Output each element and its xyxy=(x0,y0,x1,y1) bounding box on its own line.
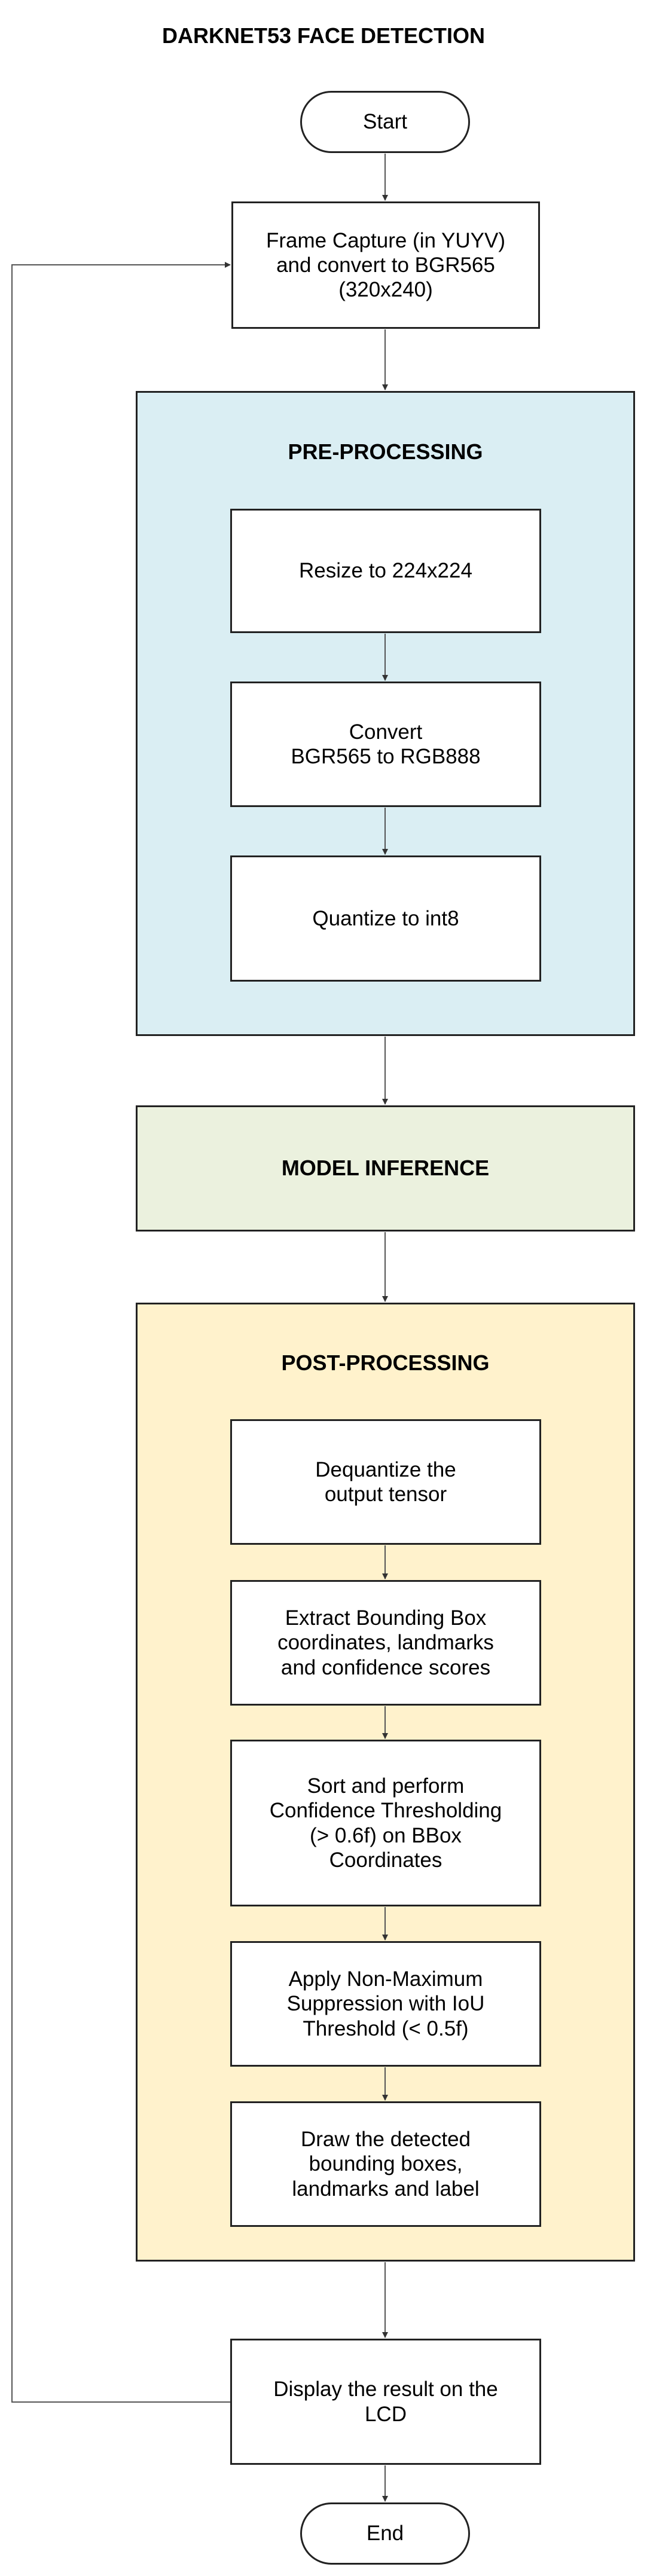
threshold-node-label: Sort and perform Confidence Thresholding… xyxy=(269,1774,502,1872)
post-processing-label: POST-PROCESSING xyxy=(281,1350,490,1375)
convert-color-node-label: Convert BGR565 to RGB888 xyxy=(291,720,481,768)
resize-node: Resize to 224x224 xyxy=(230,509,541,633)
display-node-label: Display the result on the LCD xyxy=(273,2378,498,2426)
nms-node-label: Apply Non-Maximum Suppression with IoU T… xyxy=(286,1967,485,2040)
display-node: Display the result on the LCD xyxy=(230,2339,541,2465)
convert-color-node: Convert BGR565 to RGB888 xyxy=(230,682,541,807)
frame-capture-node-label: Frame Capture (in YUYV) and convert to B… xyxy=(265,228,506,302)
model-inference-label: MODEL INFERENCE xyxy=(281,1156,490,1181)
diagram-title: DARKNET53 FACE DETECTION xyxy=(161,23,486,48)
quantize-node: Quantize to int8 xyxy=(230,855,541,982)
resize-node-label: Resize to 224x224 xyxy=(299,559,472,583)
draw-boxes-node-label: Draw the detected bounding boxes, landma… xyxy=(292,2128,480,2201)
quantize-node-label: Quantize to int8 xyxy=(312,906,459,930)
start-node: Start xyxy=(300,91,470,153)
loop-back-arrow xyxy=(11,262,231,2403)
extract-bbox-node: Extract Bounding Box coordinates, landma… xyxy=(230,1580,541,1706)
pre-processing-label: PRE-PROCESSING xyxy=(288,439,483,464)
extract-bbox-node-label: Extract Bounding Box coordinates, landma… xyxy=(277,1606,494,1679)
nms-node: Apply Non-Maximum Suppression with IoU T… xyxy=(230,1941,541,2067)
end-node-label: End xyxy=(366,2522,404,2546)
start-node-label: Start xyxy=(363,110,407,134)
dequantize-node-label: Dequantize the output tensor xyxy=(315,1457,456,1506)
threshold-node: Sort and perform Confidence Thresholding… xyxy=(230,1740,541,1906)
frame-capture-node: Frame Capture (in YUYV) and convert to B… xyxy=(231,201,540,329)
dequantize-node: Dequantize the output tensor xyxy=(230,1419,541,1545)
end-node: End xyxy=(300,2502,470,2565)
draw-boxes-node: Draw the detected bounding boxes, landma… xyxy=(230,2101,541,2227)
model-inference-node: MODEL INFERENCE xyxy=(136,1105,635,1232)
